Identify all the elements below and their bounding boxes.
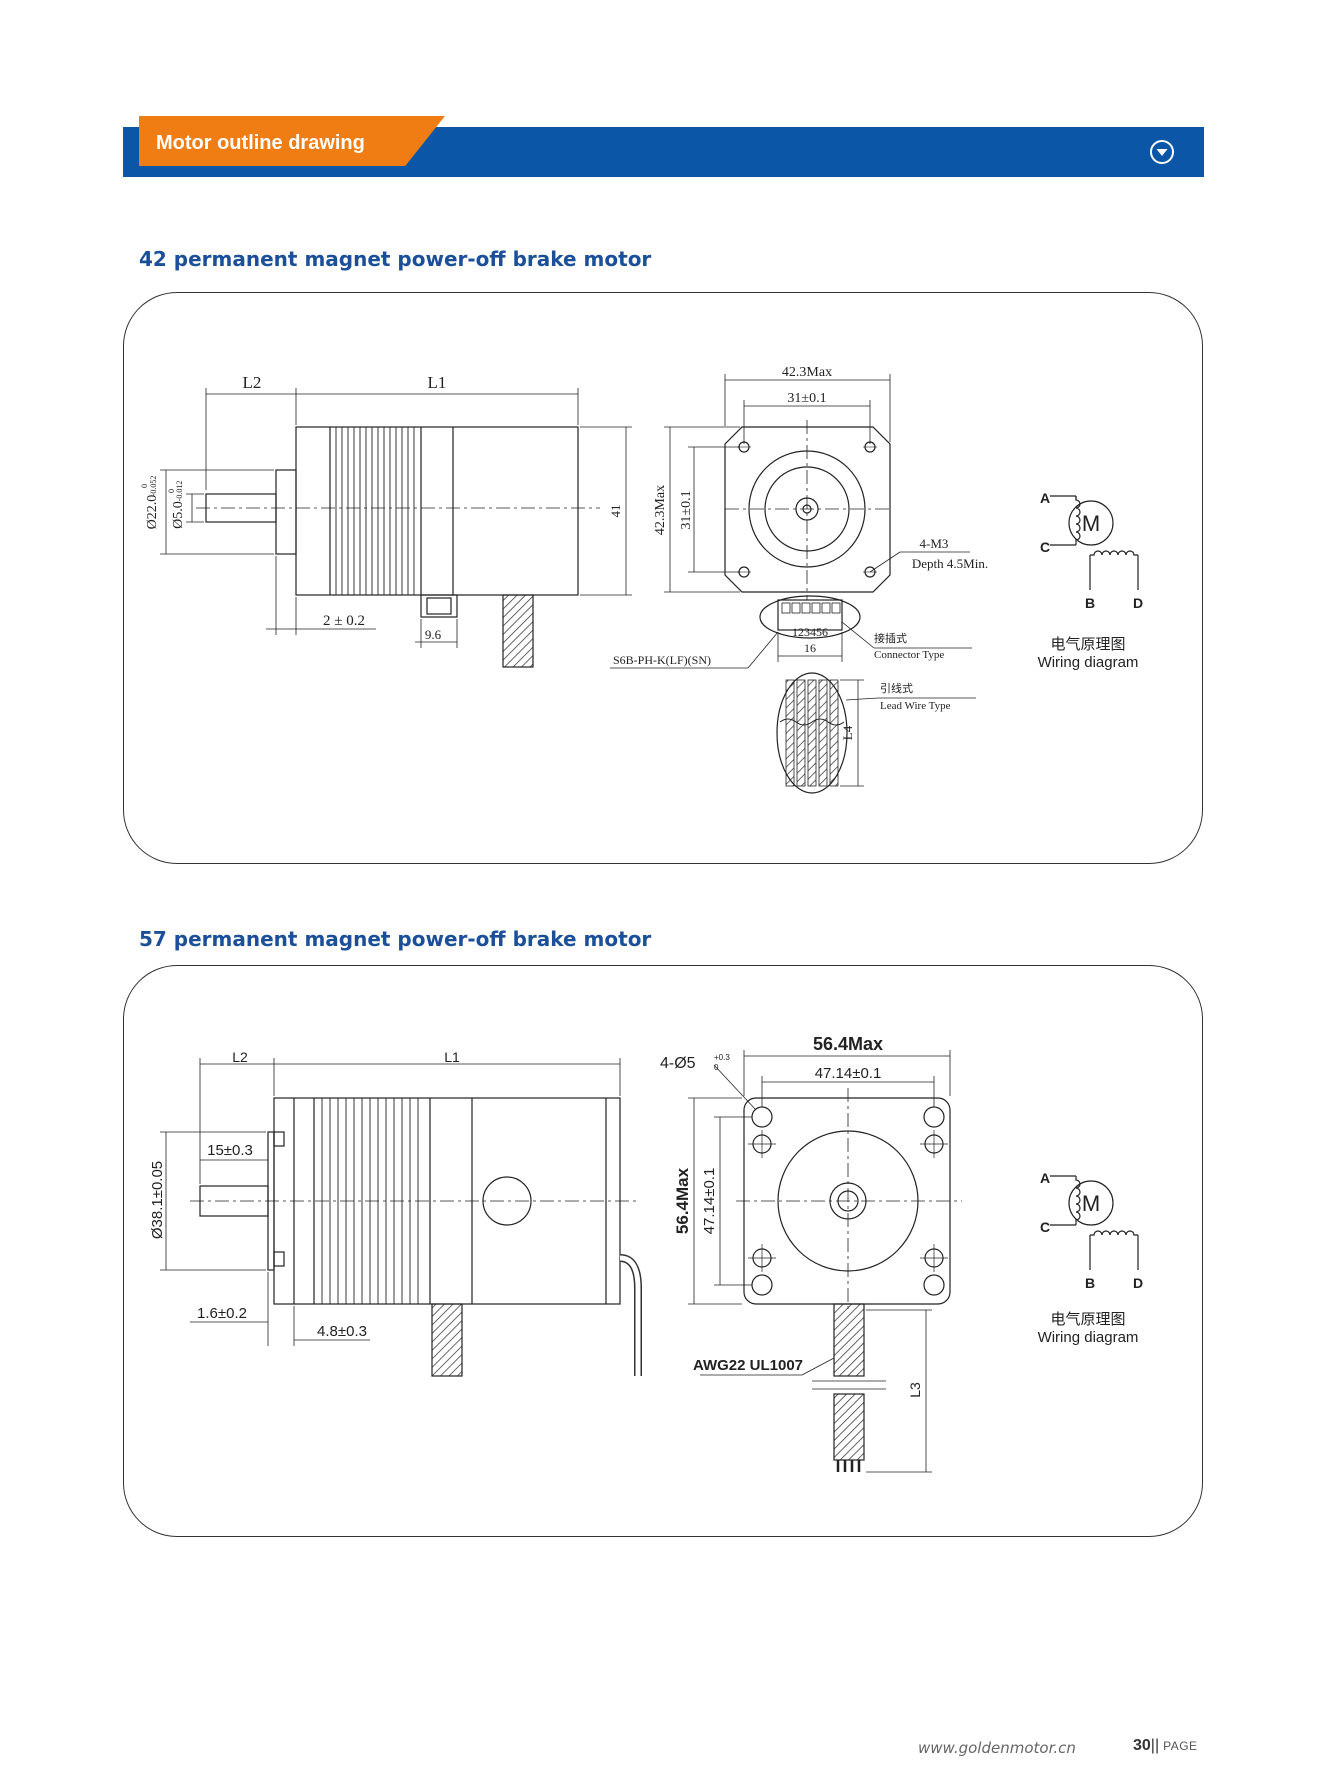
section-title-42: 42 permanent magnet power-off brake moto…: [139, 247, 652, 271]
dim-pilot-57: Ø38.1±0.05: [149, 1161, 166, 1239]
wire-c-42: C: [1040, 539, 1050, 555]
page-number: 30: [1133, 1737, 1151, 1754]
dim-flange-max-h-42: 42.3Max: [653, 485, 668, 535]
dim-offset-42: 2 ± 0.2: [323, 613, 365, 629]
dim-max-h-57: 56.4Max: [673, 1167, 692, 1234]
dim-hole-h-42: 31±0.1: [679, 490, 694, 529]
dim-l2-57: L2: [232, 1049, 248, 1065]
dim-l2-42: L2: [243, 373, 262, 392]
motor-symbol-42: M: [1082, 511, 1100, 536]
dim-shaft-dia-42: Ø22.0: [145, 495, 160, 530]
dim-shaft-tol-42: -0.052: [149, 476, 158, 497]
page-label: PAGE: [1163, 1739, 1198, 1753]
wire-b-57: B: [1085, 1275, 1095, 1291]
dim-holes-tol-top-57: +0.3: [714, 1053, 730, 1062]
dim-max-w-57: 56.4Max: [813, 1034, 883, 1054]
wiring-cn-57: 电气原理图: [1050, 1311, 1125, 1328]
dim-hole-h-57: 47.14±0.1: [701, 1168, 718, 1235]
dim-shaft-tol-top-42: 0: [140, 484, 149, 488]
connector-model-42: S6B-PH-K(LF)(SN): [613, 653, 711, 667]
dim-conn-w-42: 9.6: [425, 627, 442, 642]
wiring-cn-42: 电气原理图: [1050, 636, 1125, 653]
dim-bore-tol-42: -0.012: [175, 481, 184, 502]
dim-l3-57: L3: [907, 1382, 923, 1398]
header-tab: [139, 116, 445, 166]
motor-symbol-57: M: [1082, 1191, 1100, 1216]
dim-hole-w-57: 47.14±0.1: [815, 1065, 882, 1082]
dim-boss-h-57: 1.6±0.2: [197, 1305, 247, 1322]
dim-screws-42: 4-M3: [920, 536, 949, 551]
dim-boss-57: 15±0.3: [207, 1142, 253, 1159]
wire-spec-57: AWG22 UL1007: [693, 1357, 803, 1374]
panel-42-drawing: [123, 292, 1203, 864]
wire-c-57: C: [1040, 1219, 1050, 1235]
footer-url: www.goldenmotor.cn: [918, 1739, 1076, 1757]
connector-type-cn-42: 接插式: [874, 631, 907, 645]
section-title-57: 57 permanent magnet power-off brake moto…: [139, 927, 652, 951]
wire-d-57: D: [1133, 1275, 1143, 1291]
connector-pins-42: 123456: [792, 625, 828, 639]
dim-l1-57: L1: [444, 1049, 460, 1065]
dim-holes-tol-bot-57: 0: [714, 1063, 719, 1072]
dim-hole-w-42: 31±0.1: [787, 391, 826, 406]
wire-a-42: A: [1040, 490, 1050, 506]
lead-type-en-42: Lead Wire Type: [880, 700, 951, 712]
dim-holes-57: 4-Ø5: [660, 1055, 696, 1072]
chevron-down-circle-icon[interactable]: [1149, 139, 1175, 165]
dim-depth-42: Depth 4.5Min.: [912, 556, 988, 571]
connector-type-en-42: Connector Type: [874, 649, 944, 661]
dim-flange-t-57: 4.8±0.3: [317, 1323, 367, 1340]
lead-type-cn-42: 引线式: [880, 681, 913, 695]
dim-height-42: 41: [608, 505, 623, 518]
page-separator: ||: [1150, 1737, 1160, 1754]
dim-bore-tol-top-42: 0: [167, 489, 176, 493]
dim-bore-dia-42: Ø5.0: [171, 501, 186, 529]
panel-57-drawing: [123, 965, 1203, 1537]
dim-flange-max-w-42: 42.3Max: [782, 365, 832, 380]
wiring-en-57: Wiring diagram: [1038, 1329, 1139, 1346]
wire-a-57: A: [1040, 1170, 1050, 1186]
wire-b-42: B: [1085, 595, 1095, 611]
wire-d-42: D: [1133, 595, 1143, 611]
dim-l4-42: L4: [840, 725, 855, 740]
wiring-en-42: Wiring diagram: [1038, 654, 1139, 671]
header-title: Motor outline drawing: [156, 132, 365, 154]
dim-l1-42: L1: [428, 373, 447, 392]
dim-pin-w-42: 16: [804, 641, 816, 655]
footer-page: 30||PAGE: [1133, 1737, 1198, 1755]
